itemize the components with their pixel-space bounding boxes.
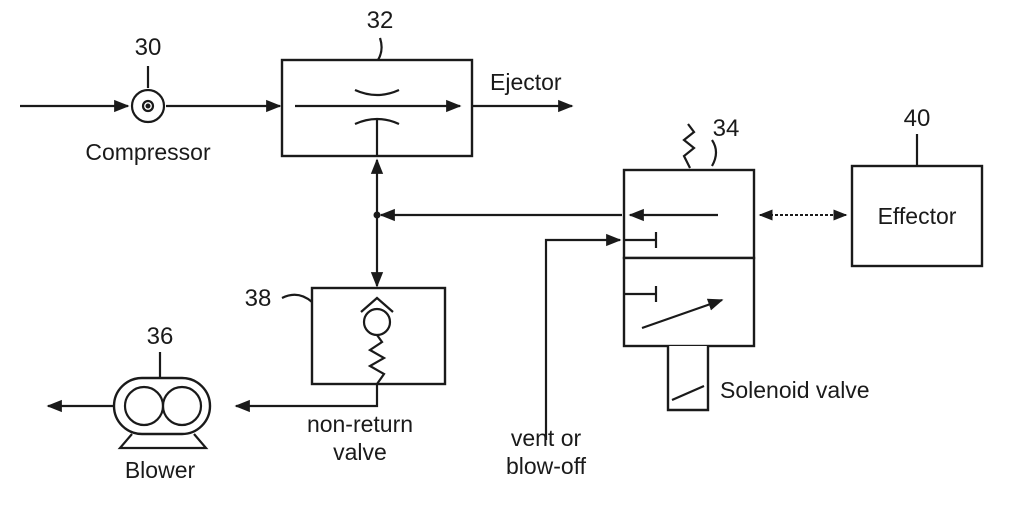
effector-box <box>850 164 984 268</box>
non-return-valve-ref-number: 38 <box>245 285 272 312</box>
solenoid-valve-spring <box>682 123 696 169</box>
non-return-valve-symbol <box>360 296 394 385</box>
non-return-valve-label-line1: non-return <box>307 411 413 437</box>
ejector-ref-leader <box>377 37 383 61</box>
vent-label-line1: vent or <box>511 425 582 451</box>
effector-label: Effector <box>878 203 957 229</box>
ejector-nozzle-symbol <box>354 88 400 156</box>
ejector-label: Ejector <box>490 69 562 95</box>
nonreturn-to-blower-line <box>234 384 379 413</box>
blower-rotors-symbol <box>123 385 203 427</box>
solenoid-valve-lower-symbols <box>624 286 724 330</box>
solenoid-coil-winding <box>671 384 705 402</box>
solenoid-valve-ref-leader <box>711 139 718 167</box>
non-return-valve-label-line2: valve <box>333 439 387 465</box>
effector-ref-number: 40 <box>904 105 931 132</box>
solenoid-valve-label: Solenoid valve <box>720 377 870 403</box>
junction-dot <box>373 211 381 219</box>
non-return-valve-ref-leader <box>281 293 313 303</box>
blower-label: Blower <box>125 457 196 483</box>
solenoid-valve-upper-symbols <box>624 208 718 248</box>
blower-base <box>117 433 209 450</box>
blower-ref-number: 36 <box>147 323 174 350</box>
solenoid-valve-lower-box <box>622 256 756 348</box>
ejector-ref-number: 32 <box>367 7 394 34</box>
compressor-ref-number: 30 <box>135 34 162 61</box>
vent-label-line2: blow-off <box>506 453 587 479</box>
solenoid-valve-ref-number: 34 <box>713 115 740 142</box>
vent-line <box>544 233 622 440</box>
solenoid-coil <box>666 346 710 412</box>
compressor-label: Compressor <box>85 139 211 165</box>
compressor-symbol <box>130 88 166 124</box>
